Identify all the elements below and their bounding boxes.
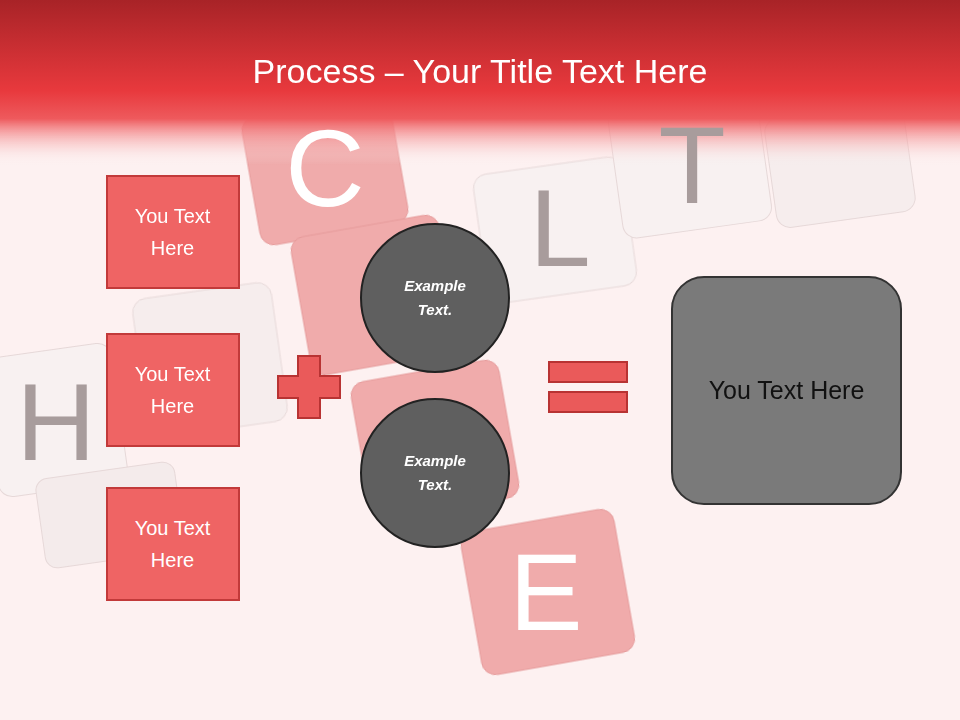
box-outline [106, 333, 240, 447]
box-outline [106, 487, 240, 601]
cube-letter: E [509, 537, 582, 647]
node-text: Example Text. [390, 449, 480, 497]
circle-shape [361, 399, 509, 547]
circle-outline [360, 223, 510, 373]
example-circle: Example Text. [360, 223, 510, 373]
example-circle: Example Text. [360, 398, 510, 548]
cube-letter: T [658, 110, 725, 220]
node-text: You Text Here [118, 358, 228, 422]
cubes [0, 90, 917, 677]
circle-shape [361, 224, 509, 372]
box-shape [107, 334, 239, 446]
node-text: You Text Here [118, 512, 228, 576]
box-shape [672, 277, 901, 504]
circle-outline [360, 398, 510, 548]
slide-title: Process – Your Title Text Here [0, 52, 960, 91]
box-outline [106, 175, 240, 289]
box-shape [107, 488, 239, 600]
node-text: You Text Here [709, 370, 865, 410]
text-box: You Text Here [106, 175, 240, 289]
text-box: You Text Here [106, 333, 240, 447]
cube-letter: H [16, 367, 95, 477]
node-text: Example Text. [390, 274, 480, 322]
cube-letter: C [285, 113, 364, 223]
header-band [0, 0, 960, 165]
text-box: You Text Here [671, 276, 902, 505]
text-box: You Text Here [106, 487, 240, 601]
plus-symbol [278, 356, 340, 418]
box-shape [107, 176, 239, 288]
node-text: You Text Here [118, 200, 228, 264]
cube-letter: L [529, 173, 590, 283]
equals-symbol [549, 362, 627, 412]
